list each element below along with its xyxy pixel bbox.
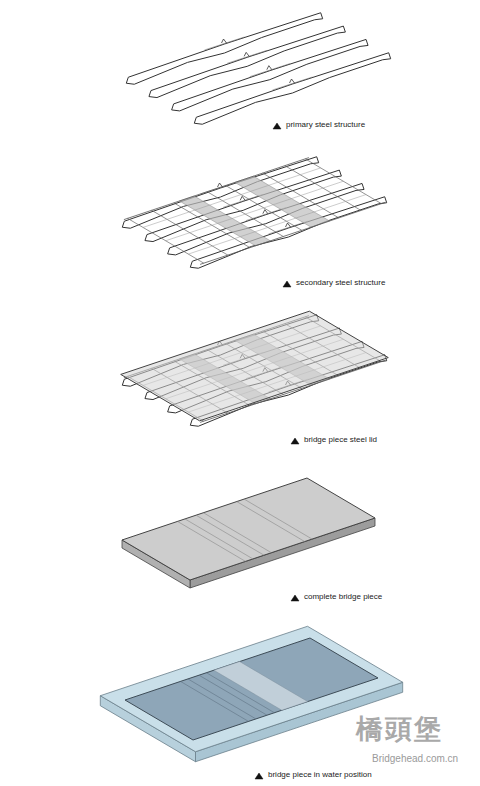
slab-top [122, 478, 375, 580]
beam-web [250, 64, 290, 77]
caption-marker [291, 595, 299, 601]
cross-beam [128, 218, 204, 263]
beam-peak [263, 210, 268, 214]
stage-caption: bridge piece in water position [268, 771, 372, 780]
surface-line [178, 521, 246, 561]
surface-line [237, 502, 305, 542]
stage-caption: secondary steel structure [296, 279, 385, 288]
primary-beam [149, 26, 345, 97]
beam-web [246, 208, 286, 221]
surface-line [199, 675, 267, 715]
watermark: 橋頭堡 [356, 714, 443, 744]
surface-line [244, 499, 312, 539]
stage-caption: complete bridge piece [304, 593, 382, 602]
beam-peak [267, 66, 272, 70]
beam-web [269, 221, 309, 234]
surface-line [181, 681, 249, 721]
watermark: Bridgehead.com.cn [372, 753, 458, 764]
surface-line [185, 519, 253, 559]
caption-marker [255, 773, 263, 779]
slab-band [214, 662, 308, 711]
beam-web [205, 37, 245, 50]
surface-line [196, 515, 264, 555]
primary-beam [126, 13, 322, 84]
beam-web [273, 77, 313, 90]
steel-lid [121, 311, 389, 421]
cross-beam [305, 159, 381, 204]
stage-caption: primary steel structure [286, 121, 365, 130]
surface-line [206, 673, 274, 713]
primary-beam [194, 53, 390, 124]
caption-marker [291, 438, 299, 444]
beam-web [227, 50, 267, 63]
beam-web [223, 194, 263, 207]
stage-caption: bridge piece steel lid [304, 436, 377, 445]
caption-marker [273, 123, 281, 129]
surface-line [188, 679, 256, 719]
beam-peak [222, 39, 227, 43]
surface-line [203, 513, 271, 553]
floating-slab [125, 638, 378, 740]
beam-peak [244, 52, 249, 56]
primary-beam [172, 39, 368, 110]
secondary-stringer [188, 195, 366, 255]
caption-marker [283, 281, 291, 287]
beam-peak [290, 79, 295, 83]
